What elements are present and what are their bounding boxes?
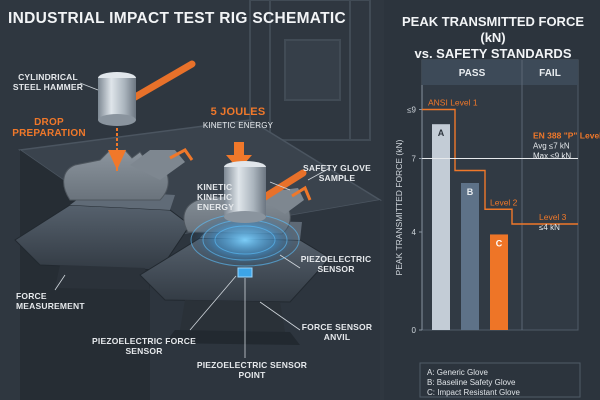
force-measurement-label: FORCE MEASUREMENT [16,291,85,311]
bar-a [432,124,450,330]
threshold-step-line [422,108,578,225]
threshold-detail-level3: ≤4 kN [539,223,560,232]
kinetic-kinetic-label: KINETIC KINETIC ENERGY [197,182,235,212]
threshold-detail-en388-avg: Avg ≤7 kN [533,142,570,151]
left-glove [63,148,194,201]
y-tick-label: 0 [412,326,417,335]
force-sensor-anvil-label: FORCE SENSOR ANVIL [301,322,373,342]
bar-label-c: C [496,238,503,248]
piezo-force-sensor-label: PIEZOELECTRIC FORCE SENSOR [92,336,196,356]
legend-entry-c: C: Impact Resistant Glove [427,388,520,397]
kinetic-energy-label: KINETIC ENERGY [202,121,274,130]
piezo-sensor-point-label: PIEZOELECTRIC SENSOR POINT [196,360,308,380]
piezo-sensor-label: PIEZOELECTRIC SENSOR [300,254,372,274]
drop-preparation-label: DROP PREPARATION [12,117,86,139]
threshold-label-level2: Level 2 [490,197,518,207]
impact-glow [190,212,300,268]
bar-label-a: A [438,128,445,138]
threshold-label-en388: EN 388 "P" Level [533,131,600,141]
bar-b [461,183,479,330]
bar-label-b: B [467,187,474,197]
glove-sample-label: SAFETY GLOVE SAMPLE [303,163,371,183]
header-pass: PASS [459,68,486,79]
left-hammer [98,60,196,126]
chart-title: PEAK TRANSMITTED FORCE (kN) vs. SAFETY S… [390,14,596,62]
joules-value-label: 5 JOULES [210,106,266,118]
chart-title-line2: vs. SAFETY STANDARDS [414,46,572,61]
leader-lines [54,82,331,358]
legend-frame [419,362,581,398]
drop-arrow [108,128,126,172]
legend-entry-b: B: Baseline Safety Glove [427,378,516,387]
threshold-label-ansi: ANSI Level 1 [428,98,478,108]
threshold-detail-en388-max: Max ≤9 kN [533,152,571,161]
background-frame [249,0,371,141]
header-fail: FAIL [539,68,561,79]
y-axis-label: PEAK TRANSMITTED FORCE (kN) [394,139,404,275]
y-tick-label: 7 [412,155,417,164]
y-tick-label: ≤9 [407,106,416,115]
right-hammer [224,161,307,223]
legend-entry-a: A: Generic Glove [427,368,488,377]
bar-c [490,234,508,330]
header-band [422,60,578,85]
hammer-label: CYLINDRICAL STEEL HAMMER [12,72,84,92]
y-tick-label: 4 [412,228,417,237]
page-title: INDUSTRIAL IMPACT TEST RIG SCHEMATIC [8,10,347,27]
sensor-point [237,267,253,278]
threshold-label-level3: Level 3 [539,212,567,222]
chart-title-line1: PEAK TRANSMITTED FORCE (kN) [402,14,584,45]
